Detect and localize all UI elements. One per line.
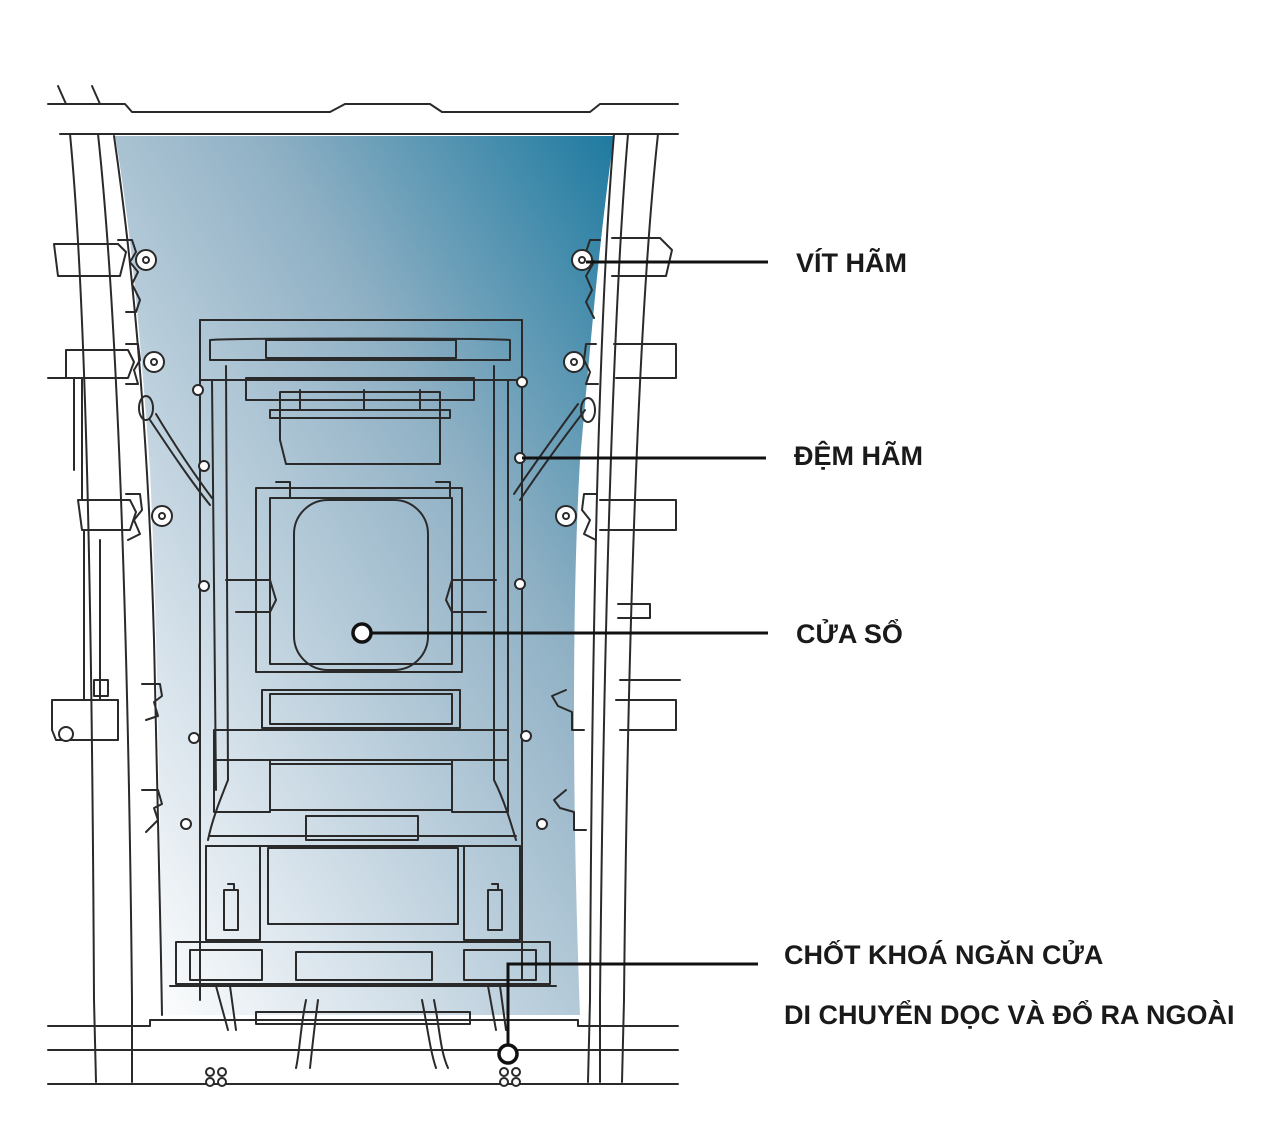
callout-cua-so: CỬA SỔ (351, 617, 903, 649)
stop-pad-rods (138, 395, 596, 506)
bolts (58, 249, 593, 1087)
leader-line-chot-khoa (506, 962, 758, 1054)
left-frame (47, 133, 163, 1083)
latch-marker (497, 1043, 519, 1065)
right-frame (587, 133, 681, 1083)
door-inner-frame (199, 319, 523, 1001)
label-dem-ham: ĐỆM HÃM (794, 440, 923, 471)
window-pane (293, 499, 429, 671)
top-frame (47, 85, 679, 135)
window-assembly (225, 481, 497, 673)
label-vit-ham: VÍT HÃM (796, 247, 907, 278)
floor-structure (47, 1019, 679, 1085)
label-cua-so: CỬA SỔ (796, 617, 903, 649)
callout-dem-ham: ĐỆM HÃM (522, 440, 923, 471)
window-marker (351, 622, 373, 644)
callout-vit-ham: VÍT HÃM (586, 247, 907, 278)
label-chot-khoa-line1: CHỐT KHOÁ NGĂN CỬA (784, 938, 1103, 970)
right-latch-brackets (551, 239, 601, 831)
left-latch-brackets (117, 239, 163, 833)
bottom-latch-housing (169, 845, 557, 1069)
door-panel (115, 136, 614, 1015)
label-chot-khoa-line2: DI CHUYỂN DỌC VÀ ĐỔ RA NGOÀI (784, 999, 1235, 1030)
callout-chot-khoa: CHỐT KHOÁ NGĂN CỬA DI CHUYỂN DỌC VÀ ĐỔ R… (497, 938, 1235, 1065)
